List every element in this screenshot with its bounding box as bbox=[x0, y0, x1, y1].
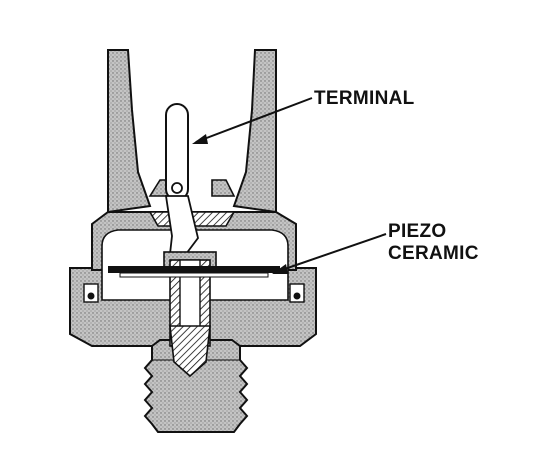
piezo-label-line1: PIEZO bbox=[388, 221, 447, 242]
piezo-ceramic-disc bbox=[108, 266, 280, 278]
terminal-leader bbox=[192, 97, 313, 144]
terminal-pin bbox=[164, 103, 199, 255]
piezo-ceramic-leader bbox=[272, 233, 387, 274]
connector-housing bbox=[107, 49, 277, 227]
piezo-label-line2: CERAMIC bbox=[388, 243, 479, 264]
terminal-label: TERMINAL bbox=[314, 88, 415, 109]
